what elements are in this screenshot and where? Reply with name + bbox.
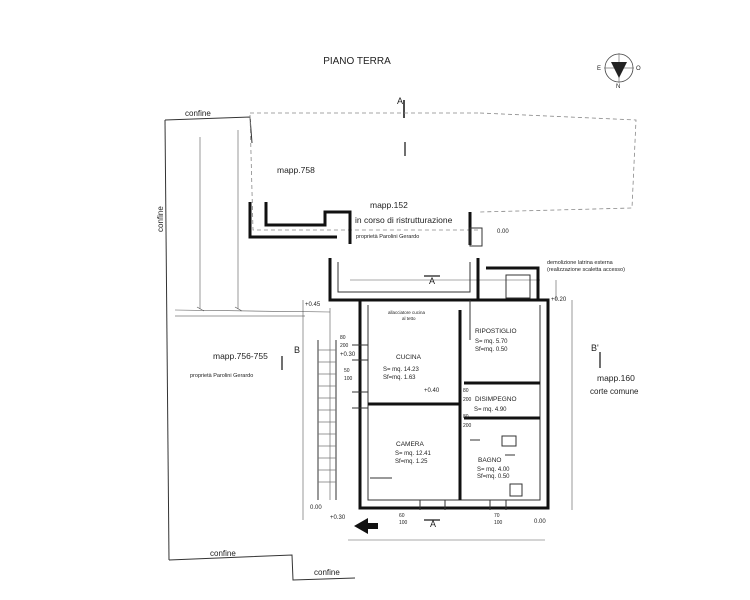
opening-dim-7: 80	[463, 414, 469, 420]
opening-dim-2: 200	[340, 343, 349, 349]
compass-e: E	[597, 66, 601, 72]
level-mark-7: 0.00	[534, 519, 546, 525]
room-ripostiglio-s: S= mq. 5.70	[475, 339, 508, 345]
opening-dim-8: 200	[463, 423, 472, 429]
opening-dim-6: 200	[463, 397, 472, 403]
opening-dim-11: 70	[494, 513, 500, 519]
level-mark-6: +0.30	[330, 515, 346, 521]
room-disimpegno-s: S= mq. 4.90	[474, 407, 507, 413]
room-cucina-sf: Sf=mq. 1.63	[383, 375, 416, 381]
section-b-left: B	[294, 345, 300, 355]
room-camera-sf: Sf=mq. 1.25	[395, 459, 428, 465]
mapp152-label: mapp.152	[370, 200, 408, 210]
entry-arrow-icon	[354, 518, 378, 534]
room-camera-s: S= mq. 12.41	[395, 451, 432, 457]
room-bagno-s: S= mq. 4.00	[477, 467, 510, 473]
room-cucina-name: CUCINA	[396, 354, 422, 361]
room-bagno-name: BAGNO	[478, 457, 501, 464]
room-camera: CAMERA S= mq. 12.41 Sf=mq. 1.25	[395, 441, 432, 465]
confine-bottom-label-1: confine	[210, 549, 236, 558]
opening-dim-12: 100	[494, 520, 503, 526]
opening-dim-3: 50	[344, 368, 350, 374]
confine-left-label: confine	[156, 206, 165, 232]
demolizione-label-1: demolizione latrina esterna	[547, 260, 614, 266]
corte-label: corte comune	[590, 387, 639, 396]
section-a-bottom: A	[430, 519, 436, 529]
demolizione-label-2: (realizzazione scaletta accesso)	[547, 267, 625, 273]
allacc-label-1: allacciatore cucina	[388, 310, 426, 315]
level-mark-2: +0.45	[305, 302, 321, 308]
plan-title: PIANO TERRA	[323, 56, 391, 67]
proprieta1-label: proprietà Parolini Gerardo	[356, 234, 419, 240]
room-ripostiglio: RIPOSTIGLIO S= mq. 5.70 Sf=mq. 0.50	[475, 328, 517, 353]
opening-dim-10: 100	[399, 520, 408, 526]
external-stair	[317, 340, 337, 500]
confine-top-label: confine	[185, 109, 211, 118]
room-ripostiglio-name: RIPOSTIGLIO	[475, 328, 517, 335]
section-a-top: A	[397, 96, 403, 106]
room-bagno-sf: Sf=mq. 0.50	[477, 474, 510, 480]
opening-dim-9: 60	[399, 513, 405, 519]
room-disimpegno-name: DISIMPEGNO	[475, 396, 517, 403]
opening-dim-4: 100	[344, 376, 353, 382]
opening-dims: 80 200 50 100 80 200 80 200 60 100 70 10…	[340, 335, 503, 526]
level-mark-5: +0.40	[424, 388, 440, 394]
building-walls	[317, 258, 550, 510]
allacc-label-2: al tetto	[402, 316, 416, 321]
section-a-mid: A	[429, 276, 435, 286]
mapp758-label: mapp.758	[277, 165, 315, 175]
opening-dim-5: 80	[463, 388, 469, 394]
confine-bottom-label-2: confine	[314, 568, 340, 577]
neighbor-walls	[248, 202, 483, 247]
mapp160-label: mapp.160	[597, 373, 635, 383]
property-boundaries	[164, 112, 637, 581]
room-cucina-s: S= mq. 14.23	[383, 367, 420, 373]
section-b-right: B'	[591, 343, 599, 353]
room-disimpegno: DISIMPEGNO S= mq. 4.90	[474, 396, 517, 413]
compass-o: O	[636, 66, 641, 72]
compass-icon: E O N	[597, 53, 641, 90]
room-cucina: CUCINA S= mq. 14.23 Sf=mq. 1.63	[383, 354, 422, 381]
level-marks: 0.00 +0.45 +0.20 +0.30 +0.40 +0.30 0.00 …	[305, 229, 567, 525]
room-camera-name: CAMERA	[396, 441, 424, 448]
opening-dim-1: 80	[340, 335, 346, 341]
proprieta2-label: proprietà Parolini Gerardo	[190, 373, 253, 379]
ristrutturazione-label: in corso di ristrutturazione	[355, 215, 453, 225]
level-mark-3: +0.20	[551, 297, 567, 303]
dimension-lines	[196, 130, 573, 541]
level-mark-1: 0.00	[497, 229, 509, 235]
level-mark-4: +0.30	[340, 352, 356, 358]
compass-n: N	[616, 84, 620, 90]
room-ripostiglio-sf: Sf=mq. 0.50	[475, 347, 508, 353]
room-bagno: BAGNO S= mq. 4.00 Sf=mq. 0.50	[477, 457, 510, 480]
mapp756-label: mapp.756-755	[213, 351, 268, 361]
level-mark-8: 0.00	[310, 505, 322, 511]
